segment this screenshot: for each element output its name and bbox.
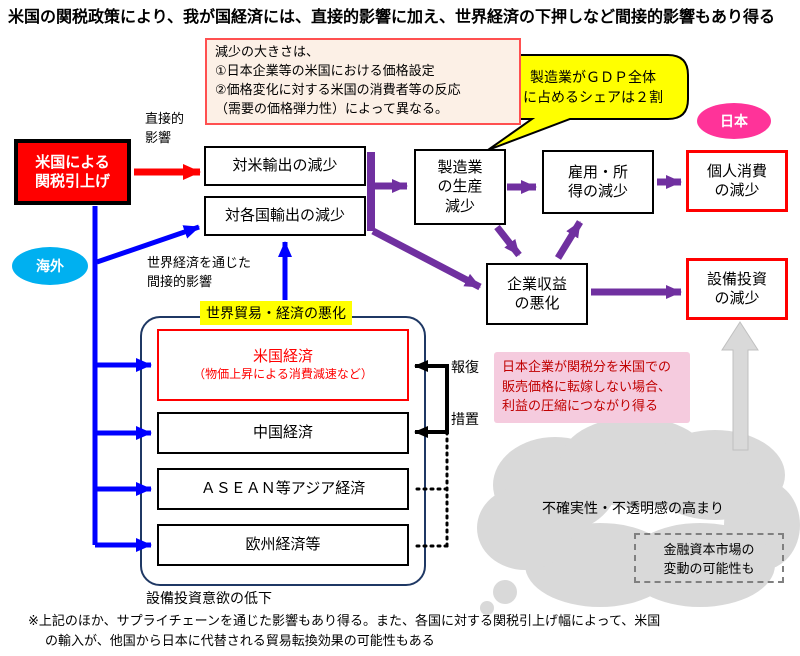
japan-badge: 日本	[697, 103, 771, 139]
node-manufacturing-output: 製造業 の生産 減少	[414, 149, 506, 225]
uncertainty-label: 不確実性・不透明感の高まり	[542, 501, 724, 517]
direct-effect-label: 直接的 影響	[145, 112, 185, 146]
gdp-share-bubble-text: 製造業がＧＤＰ全体 に占めるシェアは２割	[523, 70, 663, 106]
page-title: 米国の関税政策により、我が国経済には、直接的影響に加え、世界経済の下押しなど間接…	[8, 7, 776, 26]
price-setting-note: 減少の大きさは、 ①日本企業等の米国における価格設定 ②価格変化に対する米国の消…	[205, 38, 521, 126]
retaliation-label: 報復 措置	[451, 360, 479, 428]
overseas-badge: 海外	[12, 247, 88, 285]
node-us-tariff-hike: 米国による 関税引上げ	[14, 139, 131, 205]
node-europe-economy: 欧州経済等	[157, 524, 409, 566]
node-exports-to-countries: 対各国輸出の減少	[204, 196, 366, 236]
node-personal-consumption: 個人消費 の減少	[686, 150, 788, 212]
node-asean-economy: ＡＳＥＡＮ等アジア経済	[157, 468, 409, 510]
arrow-profits-to-employment	[555, 220, 583, 260]
arrow-manufacturing-to-profits	[494, 224, 522, 258]
node-employment-income: 雇用・所 得の減少	[542, 150, 654, 214]
node-corporate-profits: 企業収益 の悪化	[486, 263, 588, 325]
footnote: ※上記のほか、サプライチェーンを通じた影響もあり得る。また、各国に対する関税引上…	[28, 614, 661, 650]
node-capital-investment: 設備投資 の減少	[686, 258, 788, 320]
node-us-economy: 米国経済 （物価上昇による消費減速など）	[157, 329, 409, 401]
arrow-exports-to-profits	[371, 227, 482, 291]
node-exports-to-us: 対米輸出の減少	[204, 146, 366, 186]
pass-through-note: 日本企業が関税分を米国での 販売価格に転嫁しない場合、 利益の圧縮につながり得る	[494, 352, 690, 423]
capex-sentiment-label: 設備投資意欲の低下	[146, 591, 272, 607]
us-economy-subtitle: （物価上昇による消費減速など）	[193, 366, 373, 381]
financial-market-note: 金融資本市場の 変動の可能性も	[634, 533, 784, 583]
indirect-effect-label: 世界経済を通じた 間接的影響	[147, 256, 252, 290]
node-china-economy: 中国経済	[157, 412, 409, 454]
us-economy-title: 米国経済	[252, 347, 313, 366]
cloud-to-capex-arrow	[721, 321, 759, 451]
world-trade-deterioration-label: 世界貿易・経済の悪化	[200, 301, 352, 325]
